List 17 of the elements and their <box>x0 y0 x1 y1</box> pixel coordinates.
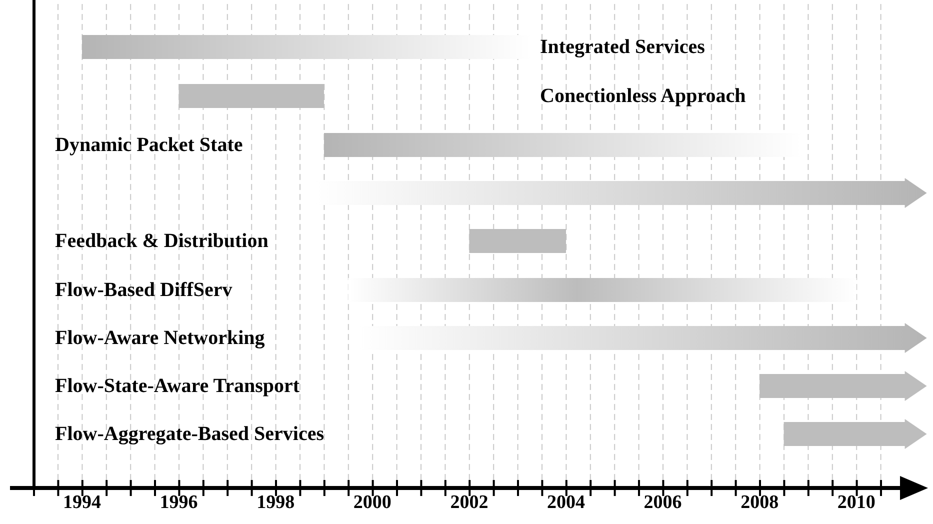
year-label: 2008 <box>740 492 780 514</box>
row-label: Integrated Services <box>540 35 705 59</box>
row-label: Flow-State-Aware Transport <box>55 374 300 398</box>
row-label: Flow-Aggregate-Based Services <box>55 422 324 446</box>
year-label: 1996 <box>158 492 199 514</box>
year-label: 1994 <box>62 492 102 514</box>
row-label: Conectionless Approach <box>540 84 746 108</box>
row-label: Dynamic Packet State <box>55 133 243 157</box>
year-label: 2002 <box>449 492 490 514</box>
year-label: 2000 <box>352 492 392 514</box>
row-label: Flow-Aware Networking <box>55 326 265 350</box>
year-label: 2004 <box>546 492 586 514</box>
row-label: Feedback & Distribution <box>55 229 268 253</box>
year-label: 2010 <box>836 492 876 514</box>
year-label: 2006 <box>642 492 683 514</box>
year-label: 1998 <box>256 492 296 514</box>
row-label: Flow-Based DiffServ <box>55 278 232 302</box>
